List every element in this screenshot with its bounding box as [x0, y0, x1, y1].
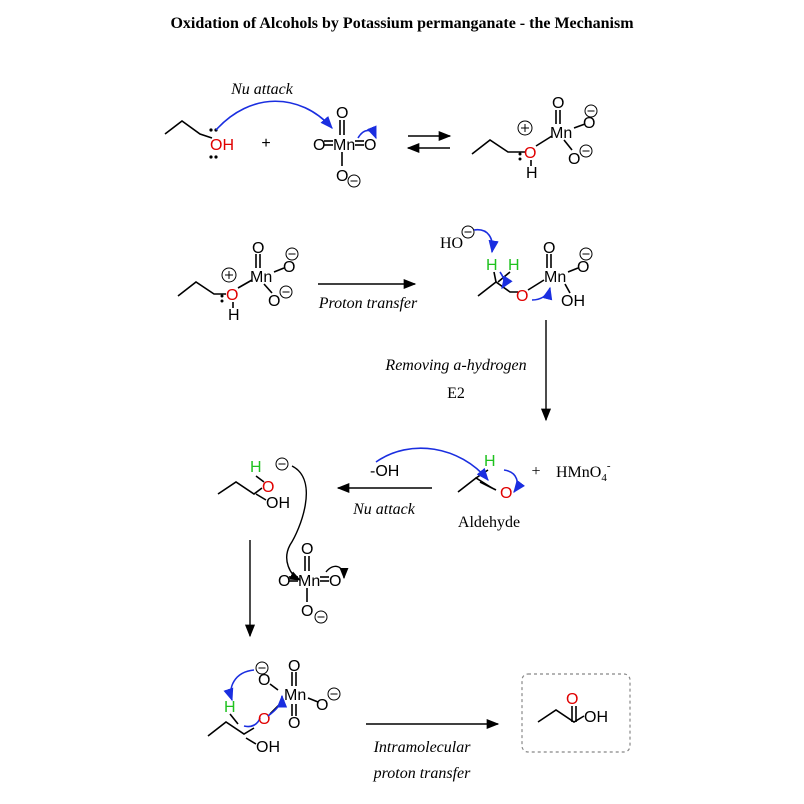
hmno4-superscript: - — [607, 460, 611, 472]
nu-attack-arrow-1 — [215, 100, 333, 131]
adduct-o-bottom-1: O — [568, 151, 580, 168]
carbonyl-arrow — [503, 469, 526, 494]
page-title: Oxidation of Alcohols by Potassium perma… — [170, 15, 634, 32]
propanol-chain — [164, 120, 213, 139]
acid-chain — [537, 709, 585, 723]
plus-sign-1: + — [261, 135, 270, 152]
intermediate-mn: Mn — [284, 687, 306, 704]
intermediate-hydrogen: H — [224, 699, 236, 716]
intermediate-oxygen: O — [258, 711, 270, 728]
label-nu-attack-1: Nu attack — [230, 81, 294, 98]
base-attack-arrow — [473, 228, 499, 254]
hmno4-formula: HMnO4- — [556, 460, 611, 484]
hydrate-oxygen: O — [262, 479, 274, 496]
adduct-o-right-1: O — [583, 115, 595, 132]
attack-arrow-to-mn — [286, 465, 307, 581]
mno4-o-bottom-2: O — [301, 603, 313, 620]
adduct-hydrogen-1: H — [526, 165, 538, 182]
adduct-o-top-1: O — [552, 95, 564, 112]
bond-break-arrow-2 — [267, 694, 288, 717]
ester-o-top: O — [543, 240, 555, 257]
intramolecular-arrow — [223, 669, 255, 702]
hydroxide-base: HO — [440, 235, 463, 252]
ester-o-right: O — [577, 259, 589, 276]
adduct-o-bottom-2: O — [268, 293, 280, 310]
mno4-o-right-2: O — [329, 573, 341, 590]
adduct-hydrogen-2: H — [228, 307, 240, 324]
lone-pair-curve — [243, 717, 261, 728]
ester-oxygen: O — [516, 288, 528, 305]
label-proton-transfer-2: proton transfer — [373, 765, 472, 782]
ester-oh: OH — [561, 293, 585, 310]
adduct-chain-1 — [471, 139, 525, 155]
adduct-chain-2 — [177, 281, 226, 297]
label-nu-attack-2: Nu attack — [352, 501, 416, 518]
permanganate-o-top: O — [336, 105, 348, 122]
adduct-o-right-2: O — [283, 259, 295, 276]
intermediate-o-bottom: O — [288, 715, 300, 732]
hmno4-subscript: 4 — [601, 472, 607, 484]
elimination-arrow — [499, 271, 513, 290]
alpha-hydrogen-2: H — [508, 257, 520, 274]
mno4-mn-2: Mn — [298, 573, 320, 590]
adduct-mn-1: Mn — [550, 125, 572, 142]
nu-attack-arrow-2 — [375, 447, 489, 481]
intermediate-o-right: O — [316, 697, 328, 714]
adduct-mn-2: Mn — [250, 269, 272, 286]
intermediate-chain — [207, 721, 255, 737]
product-box — [521, 673, 631, 753]
ester-chain — [477, 281, 518, 297]
bond-break-arrow — [531, 286, 553, 301]
lone-pair-dot — [209, 128, 213, 132]
label-aldehyde: Aldehyde — [458, 514, 520, 531]
label-intramolecular: Intramolecular — [373, 739, 472, 756]
adduct-oxygen-1: O — [524, 145, 536, 162]
permanganate-mn: Mn — [333, 137, 355, 154]
acid-carbonyl-oxygen: O — [566, 691, 578, 708]
adduct-o-top-2: O — [252, 240, 264, 257]
hydrate-chain — [217, 481, 263, 495]
permanganate-o-right: O — [364, 137, 376, 154]
aldehyde-oxygen: O — [500, 485, 512, 502]
hydrate-hydrogen: H — [250, 459, 262, 476]
permanganate-o-bottom: O — [336, 168, 348, 185]
oxygen-propanol: OH — [210, 137, 234, 154]
bond-arrow-1 — [357, 125, 377, 140]
plus-sign-2: + — [531, 463, 540, 480]
hydrate-oh: OH — [266, 495, 290, 512]
mno4-o-top-2: O — [301, 541, 313, 558]
acid-oh: OH — [584, 709, 608, 726]
permanganate-o-left: O — [313, 137, 325, 154]
hmno4-main: HMnO — [556, 464, 601, 481]
bond-arrow-2 — [325, 565, 349, 580]
aldehyde-hydrogen: H — [484, 453, 496, 470]
lone-pair-dot — [214, 155, 218, 159]
intermediate-o-top: O — [288, 658, 300, 675]
adduct-oxygen-2: O — [226, 287, 238, 304]
alpha-hydrogen-1: H — [486, 257, 498, 274]
label-removing-alpha: Removing a-hydrogen — [384, 357, 526, 374]
intermediate-oh: OH — [256, 739, 280, 756]
ester-mn: Mn — [544, 269, 566, 286]
lone-pair-dot — [209, 155, 213, 159]
label-e2: E2 — [447, 385, 465, 402]
hydroxide-nucleophile: -OH — [370, 463, 399, 480]
mno4-o-left-2: O — [278, 573, 290, 590]
intermediate-o-left: O — [258, 672, 270, 689]
label-proton-transfer: Proton transfer — [318, 295, 418, 312]
